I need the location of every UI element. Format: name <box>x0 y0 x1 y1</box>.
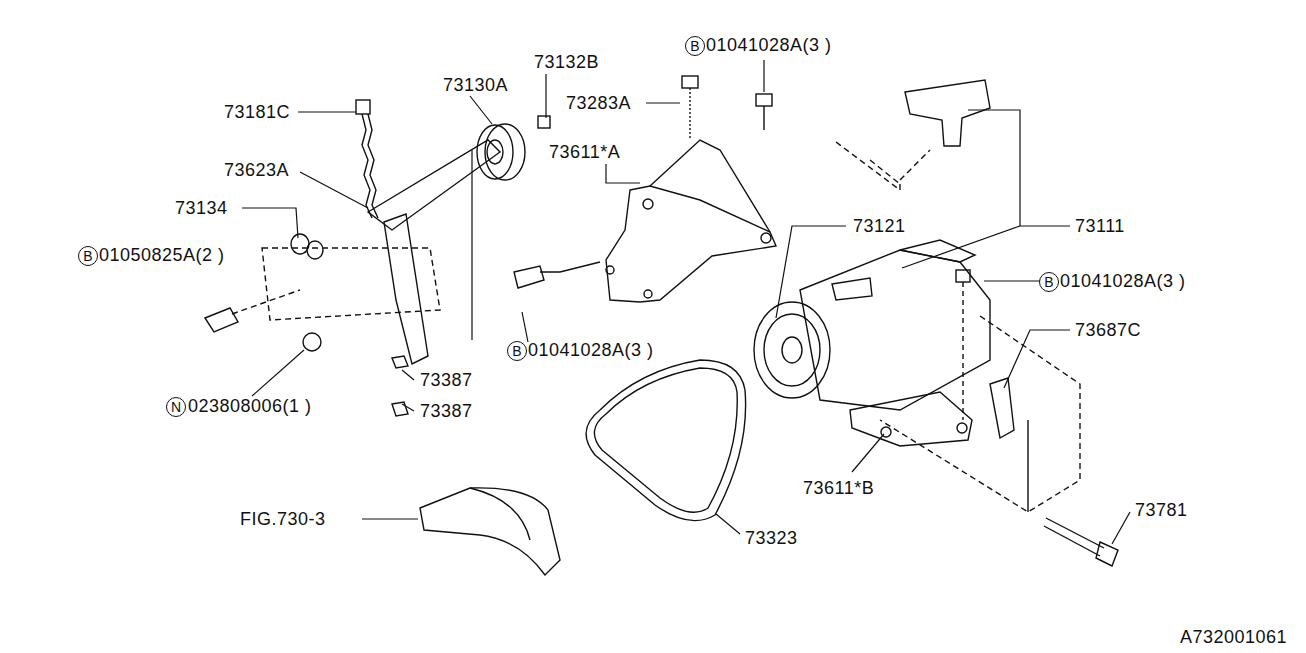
through-bolt <box>1044 518 1118 566</box>
symbol-letter: N <box>171 400 181 414</box>
part-number: 73781 <box>1135 499 1188 521</box>
drive-belt <box>586 360 746 521</box>
compressor-bracket-a <box>514 76 776 302</box>
circled-symbol: B <box>507 341 527 361</box>
part-number: 01050825A(2 ) <box>99 244 225 266</box>
part-number: 73181C <box>224 101 290 123</box>
ac-compressor <box>754 240 990 410</box>
part-number: FIG.730-3 <box>240 508 326 530</box>
part-number: 73283A <box>566 92 631 114</box>
part-number: 01041028A(3 ) <box>1060 270 1186 292</box>
part-number: 73323 <box>745 527 798 549</box>
circled-symbol: B <box>1039 272 1059 292</box>
part-number: 73132B <box>534 51 599 73</box>
part-number: 01041028A(3 ) <box>528 339 654 361</box>
adjusting-bolt <box>356 100 378 218</box>
symbol-letter: B <box>512 344 521 358</box>
belt-cover <box>420 488 560 575</box>
part-number: 73134 <box>175 197 228 219</box>
part-number: 73611*A <box>549 141 620 163</box>
part-number: 73121 <box>853 215 906 237</box>
idler-pulley <box>477 116 550 180</box>
leader-lines <box>242 60 1130 544</box>
part-number: 73130A <box>443 74 508 96</box>
symbol-letter: B <box>83 249 92 263</box>
compressor-stay <box>836 80 990 190</box>
part-number: 73611*B <box>803 477 874 499</box>
part-number: 73687C <box>1075 319 1141 341</box>
part-number: 73111 <box>1075 215 1125 237</box>
part-number: 73387 <box>420 369 473 391</box>
part-number: 023808006(1 ) <box>188 395 312 417</box>
mount-area <box>880 270 1080 512</box>
symbol-letter: B <box>690 39 699 53</box>
circled-symbol: B <box>78 246 98 266</box>
tensioner-arm <box>205 140 500 416</box>
part-number: 01041028A(3 ) <box>706 34 832 56</box>
part-number: 73387 <box>420 400 473 422</box>
part-number: A732001061 <box>1180 626 1287 648</box>
part-number: 73623A <box>224 159 289 181</box>
compressor-bracket-b <box>850 392 972 446</box>
symbol-letter: B <box>1044 275 1053 289</box>
circled-symbol: N <box>166 397 186 417</box>
circled-symbol: B <box>685 36 705 56</box>
